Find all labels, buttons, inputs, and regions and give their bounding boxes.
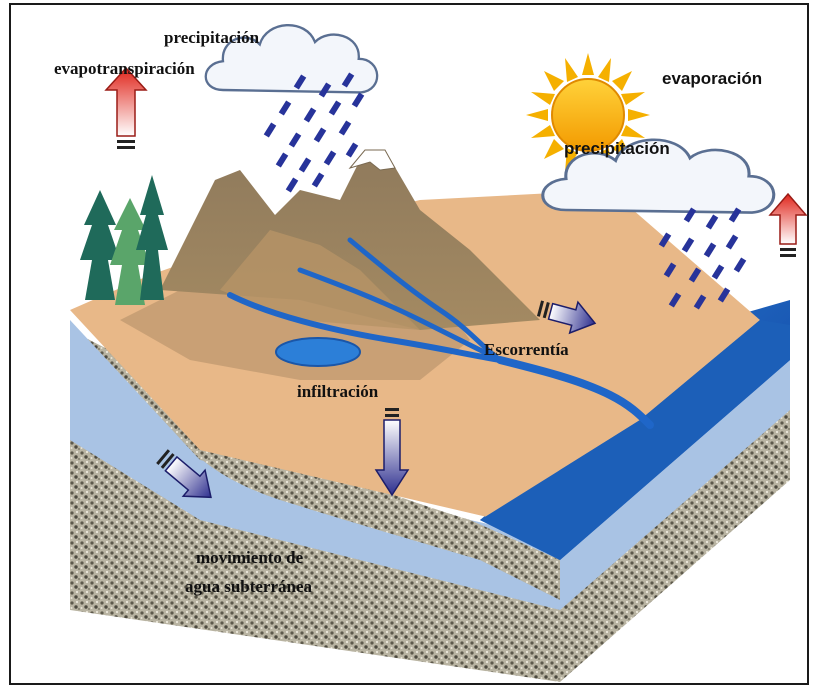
gravel-layer [70, 330, 790, 682]
lake [275, 337, 361, 367]
label-movimiento-line1: movimiento de [196, 548, 304, 567]
rivers [227, 237, 654, 429]
arrow-down-icon [374, 408, 410, 497]
label-precipitacion-left: precipitación [164, 28, 260, 47]
groundwater-layer [70, 320, 790, 610]
label-escorrentia: Escorrentía [484, 340, 569, 359]
sea-surface [480, 320, 790, 560]
aquifer-band [135, 330, 560, 600]
label-evaporacion: evaporación [662, 69, 763, 88]
arrow-up-icon [768, 192, 808, 257]
label-infiltracion: infiltración [297, 382, 379, 401]
arrow-right-icon [536, 300, 597, 335]
arrow-right-icon [156, 449, 212, 499]
label-evapotranspiracion: evapotranspiración [54, 59, 195, 78]
tree-icon [80, 175, 168, 305]
label-precipitacion-right: precipitación [564, 139, 670, 158]
arrow-up-icon [104, 66, 148, 149]
label-movimiento-line2: agua subterránea [185, 577, 313, 596]
